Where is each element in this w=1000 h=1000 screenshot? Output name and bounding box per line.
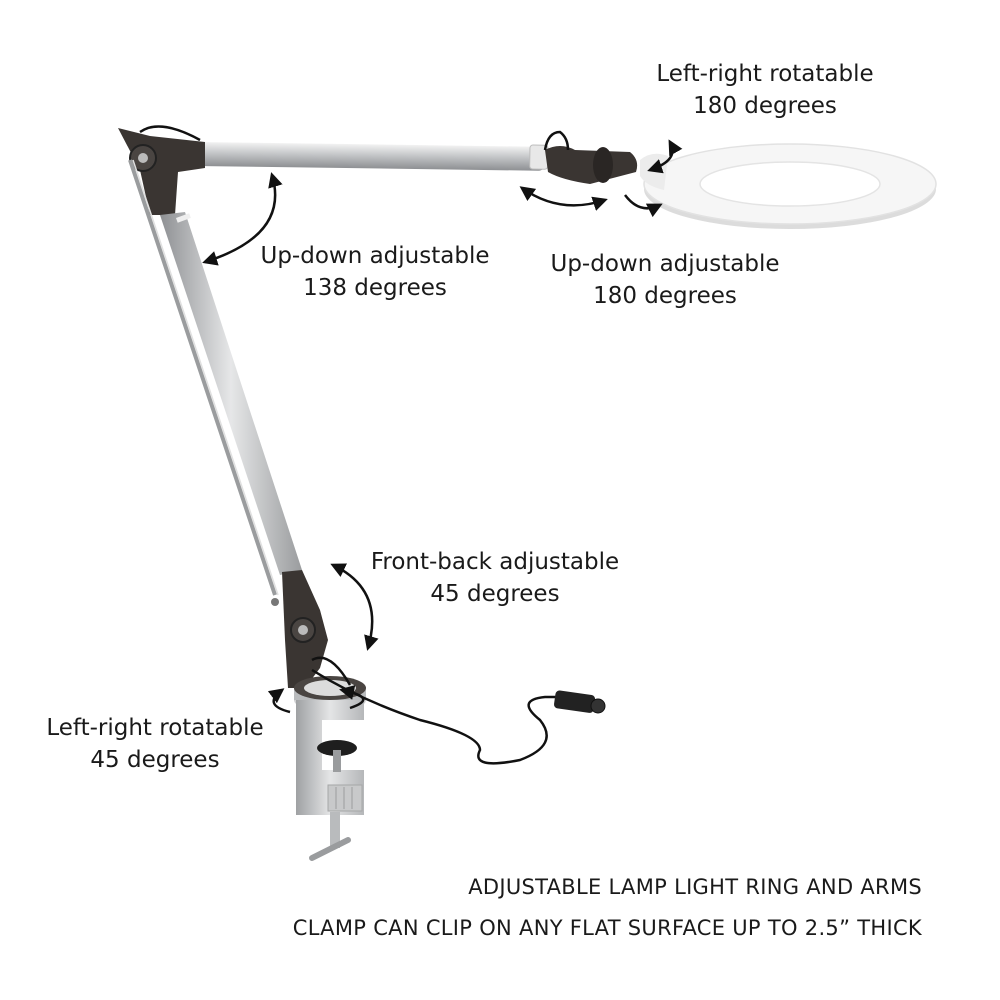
label-line: 138 degrees [303, 275, 447, 301]
caption-clamp: CLAMP CAN CLIP ON ANY FLAT SURFACE UP TO… [292, 916, 922, 940]
label-line: 45 degrees [90, 747, 220, 773]
base-rotate-arrow-left [267, 688, 291, 714]
light-ring [640, 143, 937, 229]
caption-arms: ADJUSTABLE LAMP LIGHT RING AND ARMS [468, 875, 922, 899]
base-rotate-arrow-right [339, 685, 365, 710]
label-ring-rotation: Left-right rotatable 180 degrees [610, 58, 920, 122]
label-line: Up-down adjustable [550, 251, 780, 277]
front-back-arrow [330, 563, 379, 651]
label-line: Up-down adjustable [260, 243, 490, 269]
lower-joint [271, 570, 328, 688]
label-base-rotation: Left-right rotatable 45 degrees [20, 712, 290, 776]
label-upper-arm: Up-down adjustable 138 degrees [230, 240, 520, 304]
label-line: Left-right rotatable [46, 715, 264, 741]
ring-head-joint [543, 130, 638, 184]
label-front-back: Front-back adjustable 45 degrees [350, 546, 640, 610]
diagonal-arm [128, 159, 302, 596]
ring-rotate-arrow [647, 139, 683, 174]
label-line: Front-back adjustable [370, 549, 620, 575]
label-ring-tilt: Up-down adjustable 180 degrees [520, 248, 810, 312]
clamp-base [294, 676, 366, 861]
elbow-joint [118, 125, 205, 215]
upper-arm-arrow [202, 172, 283, 266]
label-line: Left-right rotatable [656, 61, 874, 87]
power-cord [311, 656, 606, 765]
ring-rotate-arrow-b [624, 194, 663, 218]
label-line: 180 degrees [693, 93, 837, 119]
motion-arrows [202, 139, 683, 714]
label-line: 180 degrees [593, 283, 737, 309]
ring-tilt-arrow [519, 186, 608, 211]
label-line: 45 degrees [430, 581, 560, 607]
horizontal-arm [199, 142, 549, 171]
